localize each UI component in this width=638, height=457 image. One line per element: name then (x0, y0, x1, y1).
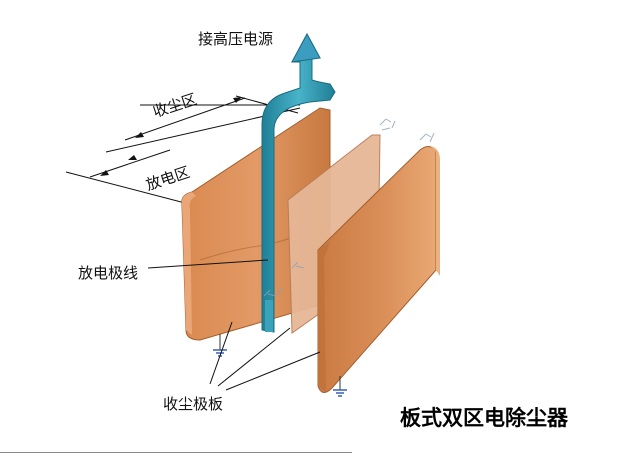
up-arrow-icon (291, 32, 321, 63)
discharge-particles (263, 118, 435, 297)
discharge-electrode (261, 32, 336, 333)
ground-symbol-icon (333, 389, 347, 397)
hv-source-label: 接高压电源 (198, 30, 274, 48)
dimension-arrows (100, 97, 242, 176)
leader-lines (147, 259, 321, 391)
collecting-plates-label: 收尘极板 (163, 395, 224, 413)
bottom-divider (0, 452, 352, 453)
collecting-plate-right (317, 146, 440, 393)
diagram-title: 板式双区电除尘器 (400, 406, 568, 430)
discharge-wire-label: 放电极线 (78, 264, 139, 282)
